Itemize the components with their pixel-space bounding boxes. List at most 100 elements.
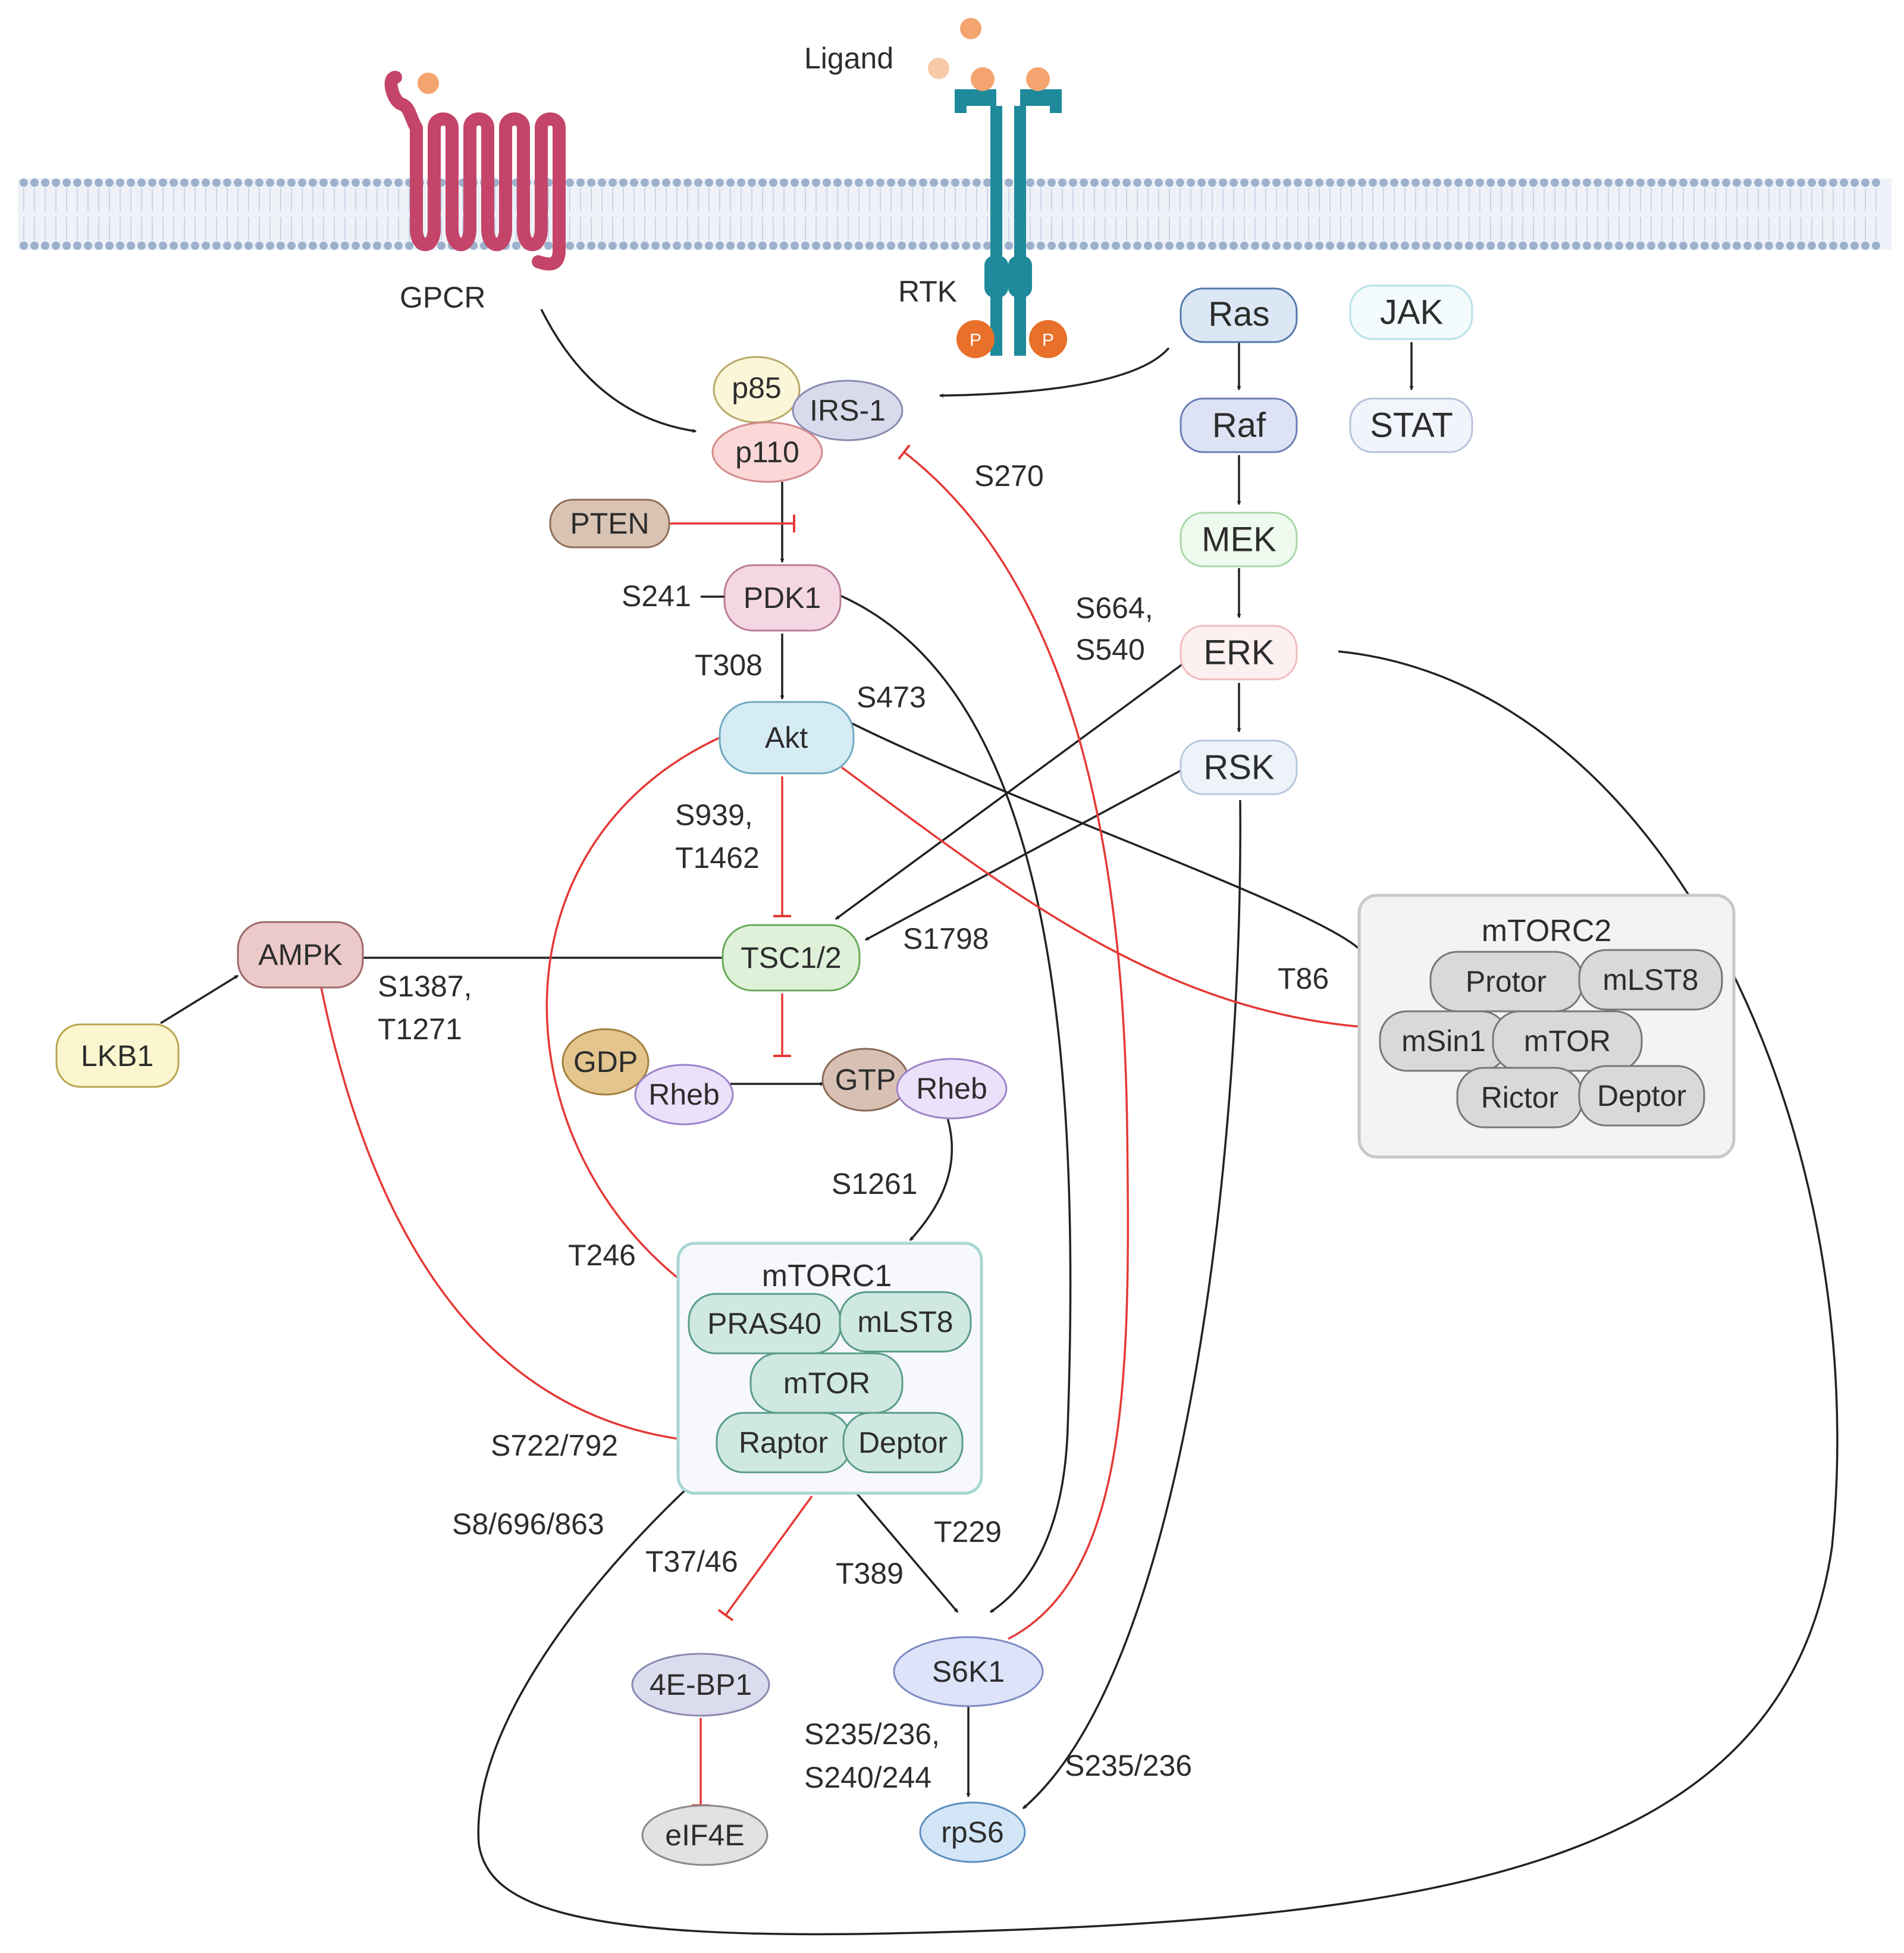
lipid-head-icon xyxy=(1112,178,1120,187)
lipid-head-icon xyxy=(1797,242,1805,250)
phospho-icon: P xyxy=(1029,320,1067,358)
lipid-head-icon xyxy=(694,178,702,187)
activation-arrows xyxy=(160,309,1839,1936)
lipid-head-icon xyxy=(52,178,60,187)
site-label: T1462 xyxy=(675,841,760,874)
lipid-head-icon xyxy=(1026,178,1034,187)
lipid-head-icon xyxy=(244,178,253,187)
lipid-head-icon xyxy=(716,242,724,250)
lipid-head-icon xyxy=(587,178,595,187)
svg-text:mTORC2: mTORC2 xyxy=(1482,914,1612,948)
lipid-head-icon xyxy=(737,242,745,250)
lipid-head-icon xyxy=(437,242,446,250)
lipid-head-icon xyxy=(1444,242,1452,250)
lipid-head-icon xyxy=(973,242,981,250)
svg-text:P: P xyxy=(1042,331,1054,350)
lipid-head-icon xyxy=(1818,178,1827,187)
mtor-subunit: mTOR xyxy=(1492,1010,1643,1072)
lipid-head-icon xyxy=(769,178,777,187)
raf-node[interactable]: Raf xyxy=(1180,397,1298,453)
lipid-head-icon xyxy=(148,178,156,187)
lipid-head-icon xyxy=(1519,178,1527,187)
rheb-gdp-node[interactable]: Rheb xyxy=(634,1064,734,1126)
rheb-gtp-node[interactable]: Rheb xyxy=(896,1058,1008,1120)
gdp-node[interactable]: GDP xyxy=(562,1028,650,1096)
4ebp1-node[interactable]: 4E-BP1 xyxy=(631,1653,770,1717)
svg-text:mTORC1: mTORC1 xyxy=(762,1259,892,1293)
lkb1-node[interactable]: LKB1 xyxy=(55,1023,180,1088)
lipid-head-icon xyxy=(833,178,842,187)
lipid-head-icon xyxy=(1165,242,1174,250)
lipid-head-icon xyxy=(1476,242,1484,250)
rps6-node[interactable]: rpS6 xyxy=(919,1801,1026,1863)
lipid-head-icon xyxy=(598,242,606,250)
mtor-subunit: mTOR xyxy=(749,1352,904,1414)
lipid-head-icon xyxy=(1133,178,1141,187)
ras-node[interactable]: Ras xyxy=(1180,287,1298,343)
lipid-head-icon xyxy=(940,242,949,250)
gpcr-ligand-icon xyxy=(418,73,439,94)
site-label: S235/236, xyxy=(804,1717,940,1751)
lipid-head-icon xyxy=(309,178,317,187)
svg-text:Deptor: Deptor xyxy=(858,1426,948,1459)
ampk-node[interactable]: AMPK xyxy=(237,921,364,989)
mlst8-subunit: mLST8 xyxy=(839,1291,972,1353)
lipid-head-icon xyxy=(1829,178,1837,187)
lipid-head-icon xyxy=(159,178,167,187)
stat-node[interactable]: STAT xyxy=(1349,397,1473,453)
lipid-head-icon xyxy=(1251,178,1259,187)
lipid-head-icon xyxy=(373,178,381,187)
lipid-head-icon xyxy=(1818,242,1827,250)
lipid-head-icon xyxy=(277,242,285,250)
erk-node[interactable]: ERK xyxy=(1180,625,1298,681)
mek-node[interactable]: MEK xyxy=(1180,512,1298,568)
mtorc2-complex[interactable]: mTORC2 Protor mLST8 mSin1 mTOR Rictor De… xyxy=(1357,894,1736,1159)
akt-node[interactable]: Akt xyxy=(719,701,855,775)
lipid-head-icon xyxy=(1144,178,1152,187)
lipid-head-icon xyxy=(319,242,328,250)
svg-text:p110: p110 xyxy=(735,435,799,469)
lipid-head-icon xyxy=(1358,178,1366,187)
rsk-node[interactable]: RSK xyxy=(1180,739,1298,795)
svg-text:mLST8: mLST8 xyxy=(1602,963,1698,996)
phosphosite-labels: S270 S241 T308 S473 S664, S540 S939, T14… xyxy=(378,459,1329,1794)
lipid-head-icon xyxy=(1337,178,1345,187)
tsc-node[interactable]: TSC1/2 xyxy=(722,924,861,992)
lipid-head-icon xyxy=(1155,242,1163,250)
lipid-head-icon xyxy=(694,242,702,250)
lipid-head-icon xyxy=(1315,242,1323,250)
pdk1-node[interactable]: PDK1 xyxy=(723,564,842,632)
site-label: S1387, xyxy=(378,970,472,1003)
eif4e-node[interactable]: eIF4E xyxy=(641,1804,768,1866)
lipid-head-icon xyxy=(1679,242,1687,250)
lipid-head-icon xyxy=(716,178,724,187)
lipid-head-icon xyxy=(1754,178,1762,187)
s6k1-node[interactable]: S6K1 xyxy=(893,1636,1044,1707)
lipid-head-icon xyxy=(705,242,713,250)
lipid-head-icon xyxy=(1165,178,1174,187)
lipid-head-icon xyxy=(1508,242,1516,250)
ligand-icon xyxy=(928,58,949,79)
raptor-subunit: Raptor xyxy=(716,1412,852,1474)
lipid-head-icon xyxy=(1786,242,1795,250)
pten-node[interactable]: PTEN xyxy=(549,499,670,548)
jak-node[interactable]: JAK xyxy=(1349,284,1473,340)
ligand-icon xyxy=(960,18,981,39)
lipid-head-icon xyxy=(330,242,338,250)
lipid-head-icon xyxy=(1369,178,1377,187)
lipid-head-icon xyxy=(84,178,92,187)
lipid-head-icon xyxy=(1690,178,1698,187)
lipid-head-icon xyxy=(1497,178,1505,187)
mtorc1-complex[interactable]: mTORC1 PRAS40 mLST8 mTOR Raptor Deptor xyxy=(676,1242,983,1495)
p85-node[interactable]: p85 xyxy=(713,356,801,424)
lipid-head-icon xyxy=(84,242,92,250)
svg-text:PDK1: PDK1 xyxy=(744,581,821,615)
gtp-node[interactable]: GTP xyxy=(821,1048,909,1112)
lipid-head-icon xyxy=(298,178,306,187)
lipid-head-icon xyxy=(1743,178,1752,187)
lipid-head-icon xyxy=(1058,242,1067,250)
p110-node[interactable]: p110 xyxy=(711,421,823,483)
site-label: T246 xyxy=(568,1239,636,1272)
lipid-head-icon xyxy=(1861,242,1870,250)
irs1-node[interactable]: IRS-1 xyxy=(792,380,904,441)
